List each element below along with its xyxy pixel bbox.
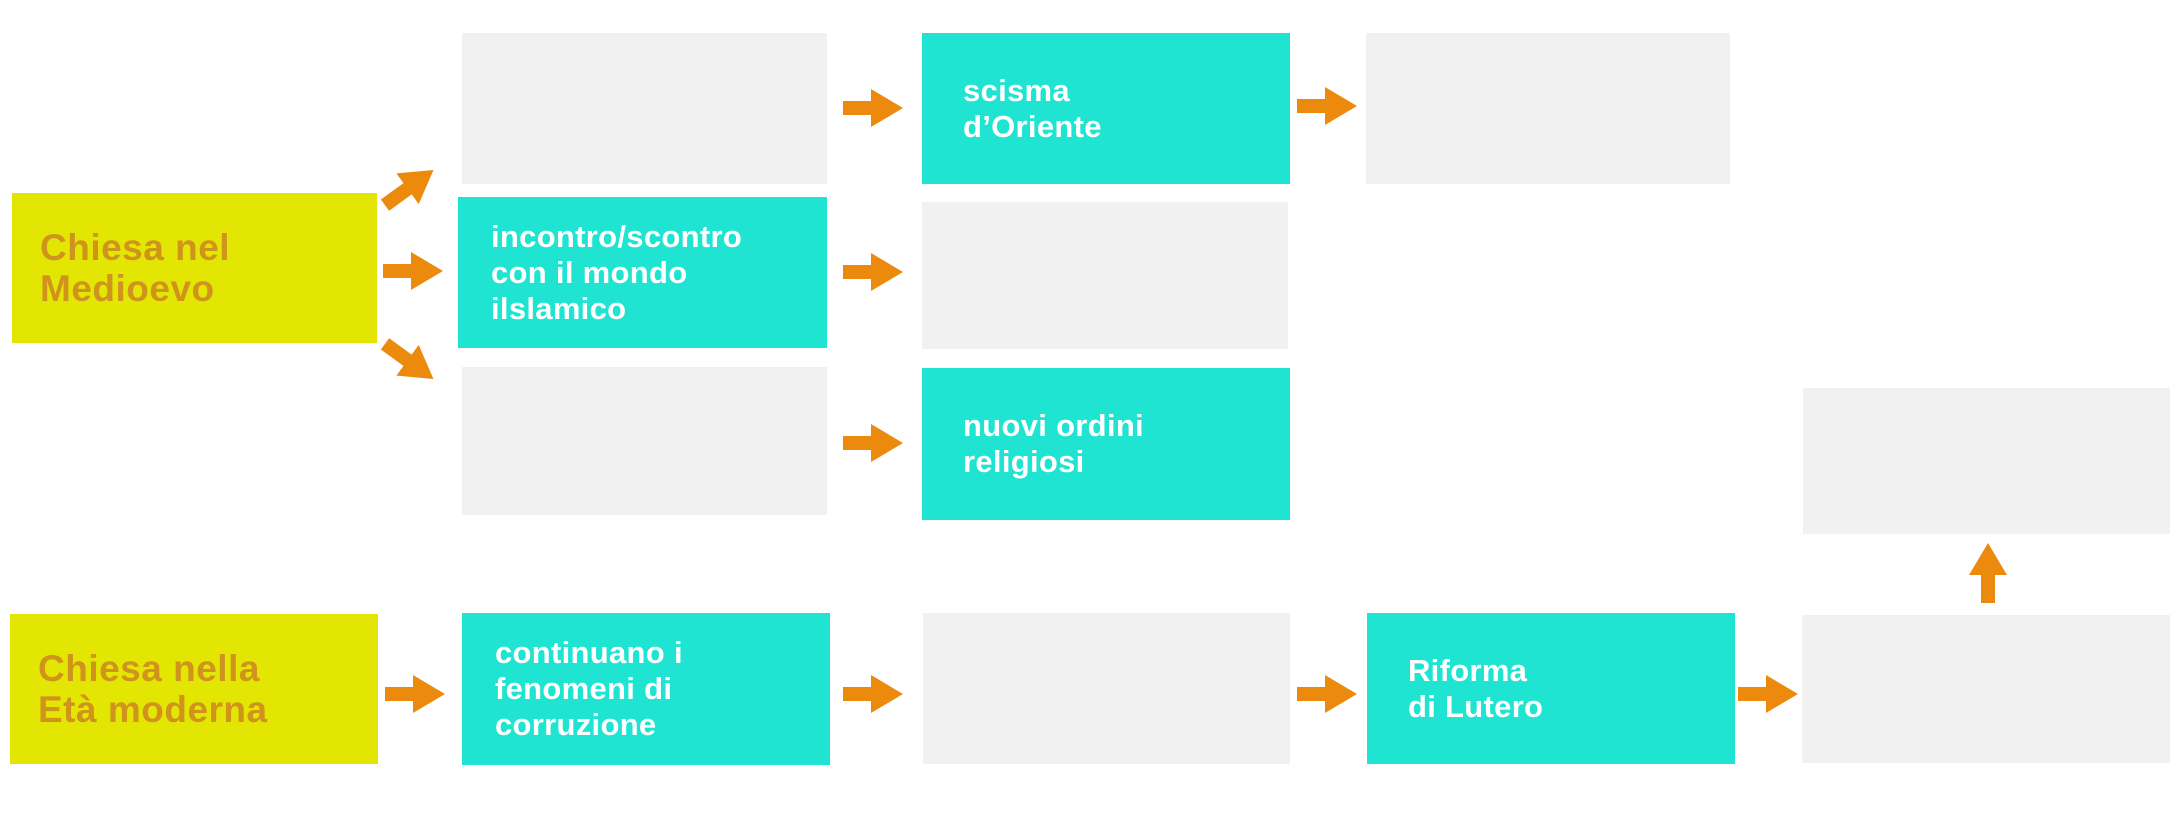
placeholder-box-right-bottom xyxy=(1802,615,2170,763)
arrow-diagonal-up-right-icon xyxy=(373,152,448,222)
placeholder-box-row3-col2 xyxy=(462,367,827,515)
placeholder-box-row1-col2 xyxy=(462,33,827,184)
placeholder-box-row1-col4 xyxy=(1366,33,1730,184)
concept-label-line: fenomeni di xyxy=(495,671,673,706)
concept-label-line: Riforma xyxy=(1408,652,1528,688)
concept-label-line: nuovi ordini xyxy=(963,408,1144,443)
concept-box-scisma-oriente: scisma d’Oriente xyxy=(922,33,1290,184)
concept-label-line: religiosi xyxy=(963,444,1085,479)
concept-label-line: di Lutero xyxy=(1408,688,1544,724)
concept-label-line: corruzione xyxy=(495,707,657,742)
arrow-right-icon xyxy=(1297,85,1359,127)
topic-label-line: Medioevo xyxy=(40,268,215,309)
arrow-diagonal-down-right-icon xyxy=(373,327,448,397)
arrow-right-icon xyxy=(843,673,905,715)
arrow-right-icon xyxy=(843,87,905,129)
topic-label-line: Età moderna xyxy=(38,689,268,730)
placeholder-box-row2-col3 xyxy=(922,202,1288,349)
arrow-right-icon xyxy=(1738,673,1800,715)
topic-box-chiesa-eta-moderna: Chiesa nella Età moderna xyxy=(10,614,378,764)
concept-label-line: ilslamico xyxy=(491,290,627,326)
concept-label-line: scisma xyxy=(963,72,1070,108)
topic-box-chiesa-medioevo: Chiesa nel Medioevo xyxy=(12,193,377,343)
arrow-right-icon xyxy=(843,251,905,293)
concept-label-line: d’Oriente xyxy=(963,108,1102,144)
concept-label-line: con il mondo xyxy=(491,254,688,290)
concept-box-nuovi-ordini: nuovi ordini religiosi xyxy=(922,368,1290,520)
concept-label-line: incontro/scontro xyxy=(491,218,743,254)
arrow-right-icon xyxy=(843,422,905,464)
arrow-right-icon xyxy=(385,673,447,715)
placeholder-box-right-top xyxy=(1803,388,2170,534)
topic-label-line: Chiesa nel xyxy=(40,227,231,268)
placeholder-box-row4-col3 xyxy=(923,613,1290,764)
topic-label-line: Chiesa nella xyxy=(38,648,260,689)
concept-box-incontro-scontro: incontro/scontro con il mondo ilslamico xyxy=(458,197,827,348)
arrow-up-icon xyxy=(1967,541,2009,603)
concept-box-continuano-corruzione: continuano i fenomeni di corruzione xyxy=(462,613,830,765)
concept-box-riforma-lutero: Riforma di Lutero xyxy=(1367,613,1735,764)
arrow-right-icon xyxy=(383,250,445,292)
concept-label-line: continuano i xyxy=(495,635,683,670)
arrow-right-icon xyxy=(1297,673,1359,715)
